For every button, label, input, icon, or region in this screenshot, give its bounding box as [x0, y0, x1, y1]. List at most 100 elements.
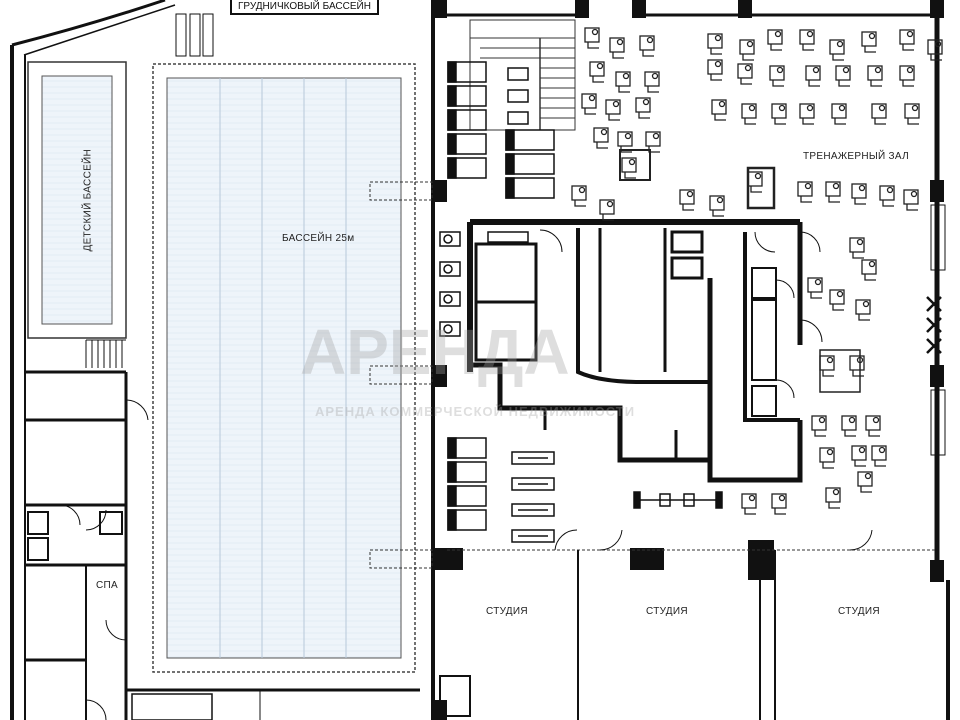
studio-1-label: СТУДИЯ — [486, 606, 528, 617]
elliptical-icon — [439, 261, 461, 277]
weight-machine-icon — [861, 259, 877, 281]
weight-machine-icon — [829, 39, 845, 61]
weight-machine-icon — [851, 445, 867, 467]
weight-machine-icon — [835, 65, 851, 87]
weight-machine-icon — [849, 355, 865, 377]
weight-machine-icon — [605, 99, 621, 121]
dashed-markers — [369, 181, 937, 569]
kids-pool-label: ДЕТСКИЙ БАССЕЙН — [82, 148, 94, 252]
weight-machine-icon — [589, 61, 605, 83]
hydro-pool-area — [175, 13, 214, 57]
watermark-sub: АРЕНДА КОММЕРЧЕСКОЙ НЕДВИЖИМОСТИ — [315, 404, 636, 419]
main-pool-label: БАССЕЙН 25м — [282, 233, 355, 244]
weight-machine-icon — [741, 103, 757, 125]
weight-machine-icon — [615, 71, 631, 93]
columns — [433, 0, 944, 720]
weight-machine-icon — [679, 189, 695, 211]
weight-machine-icon — [904, 103, 920, 125]
weight-machine-icon — [811, 415, 827, 437]
weight-machine-icon — [927, 39, 943, 61]
treadmill-icon — [447, 61, 487, 83]
elliptical-icon — [511, 529, 555, 543]
weight-machine-icon — [571, 185, 587, 207]
weight-machine-icon — [899, 65, 915, 87]
treadmill-icon — [505, 129, 555, 151]
weight-machine-icon — [867, 65, 883, 87]
bike-icon — [507, 111, 529, 125]
treadmill-icon — [505, 177, 555, 199]
elliptical-icon — [439, 231, 461, 247]
staircase — [469, 19, 576, 131]
weight-machine-icon — [851, 183, 867, 205]
right-windows — [926, 204, 946, 456]
weight-machine-icon — [871, 103, 887, 125]
elliptical-icon — [511, 451, 555, 465]
main-pool — [152, 63, 416, 673]
weight-machine-icon — [639, 35, 655, 57]
gym-machines — [571, 27, 943, 515]
weight-machine-icon — [871, 445, 887, 467]
hydro-pool-label: ГРУДНИЧКОВЫЙ БАССЕЙН — [230, 0, 379, 15]
weight-machine-icon — [855, 299, 871, 321]
weight-machine-icon — [644, 71, 660, 93]
bottom-walls — [126, 675, 471, 720]
weight-machine-icon — [849, 237, 865, 259]
weight-machine-icon — [857, 471, 873, 493]
watermark-main: АРЕНДА — [300, 316, 570, 388]
weight-machine-icon — [797, 181, 813, 203]
weight-machine-icon — [711, 99, 727, 121]
treadmill-icon — [447, 509, 487, 531]
treadmill-icon — [447, 437, 487, 459]
weight-machine-icon — [899, 29, 915, 51]
cardio-equipment — [447, 61, 555, 531]
elliptical-icon — [487, 231, 529, 243]
weight-machine-icon — [737, 63, 753, 85]
weight-machine-icon — [635, 97, 651, 119]
weight-machine-icon — [771, 493, 787, 515]
treadmill-icon — [447, 461, 487, 483]
weight-machine-icon — [819, 355, 835, 377]
weight-machine-icon — [593, 127, 609, 149]
elliptical-icon — [511, 503, 555, 517]
spa-label: СПА — [96, 580, 118, 591]
weight-machine-icon — [599, 199, 615, 221]
bike-icon — [507, 89, 529, 103]
treadmill-icon — [447, 85, 487, 107]
elliptical-icon — [511, 477, 555, 491]
studio-3-label: СТУДИЯ — [838, 606, 880, 617]
treadmill-icon — [447, 157, 487, 179]
weight-machine-icon — [707, 33, 723, 55]
barbell-rack — [633, 491, 723, 509]
treadmill-icon — [505, 153, 555, 175]
weight-machine-icon — [739, 39, 755, 61]
treadmill-icon — [447, 109, 487, 131]
weight-machine-icon — [825, 487, 841, 509]
kids-pool — [27, 61, 127, 339]
weight-machine-icon — [807, 277, 823, 299]
weight-machine-icon — [825, 181, 841, 203]
gym-label: ТРЕНАЖЕРНЫЙ ЗАЛ — [803, 151, 909, 162]
elliptical-icon — [439, 291, 461, 307]
weight-machine-icon — [581, 93, 597, 115]
left-rooms — [25, 339, 149, 720]
studio-2-label: СТУДИЯ — [646, 606, 688, 617]
weight-machine-icon — [709, 195, 725, 217]
weight-machine-icon — [805, 65, 821, 87]
weight-machine-icon — [767, 29, 783, 51]
weight-machine-icon — [747, 171, 763, 193]
weight-machine-icon — [707, 59, 723, 81]
weight-machine-icon — [769, 65, 785, 87]
weight-machine-icon — [831, 103, 847, 125]
outer-walls — [10, 0, 950, 720]
bike-icon — [507, 67, 529, 81]
studios — [554, 529, 873, 720]
weight-machine-icon — [819, 447, 835, 469]
weight-machine-icon — [865, 415, 881, 437]
elliptical-icon — [439, 321, 461, 337]
weight-machine-icon — [799, 29, 815, 51]
weight-machine-icon — [879, 185, 895, 207]
cardio-equipment-2 — [439, 67, 555, 543]
weight-machine-icon — [609, 37, 625, 59]
weight-machine-icon — [829, 289, 845, 311]
